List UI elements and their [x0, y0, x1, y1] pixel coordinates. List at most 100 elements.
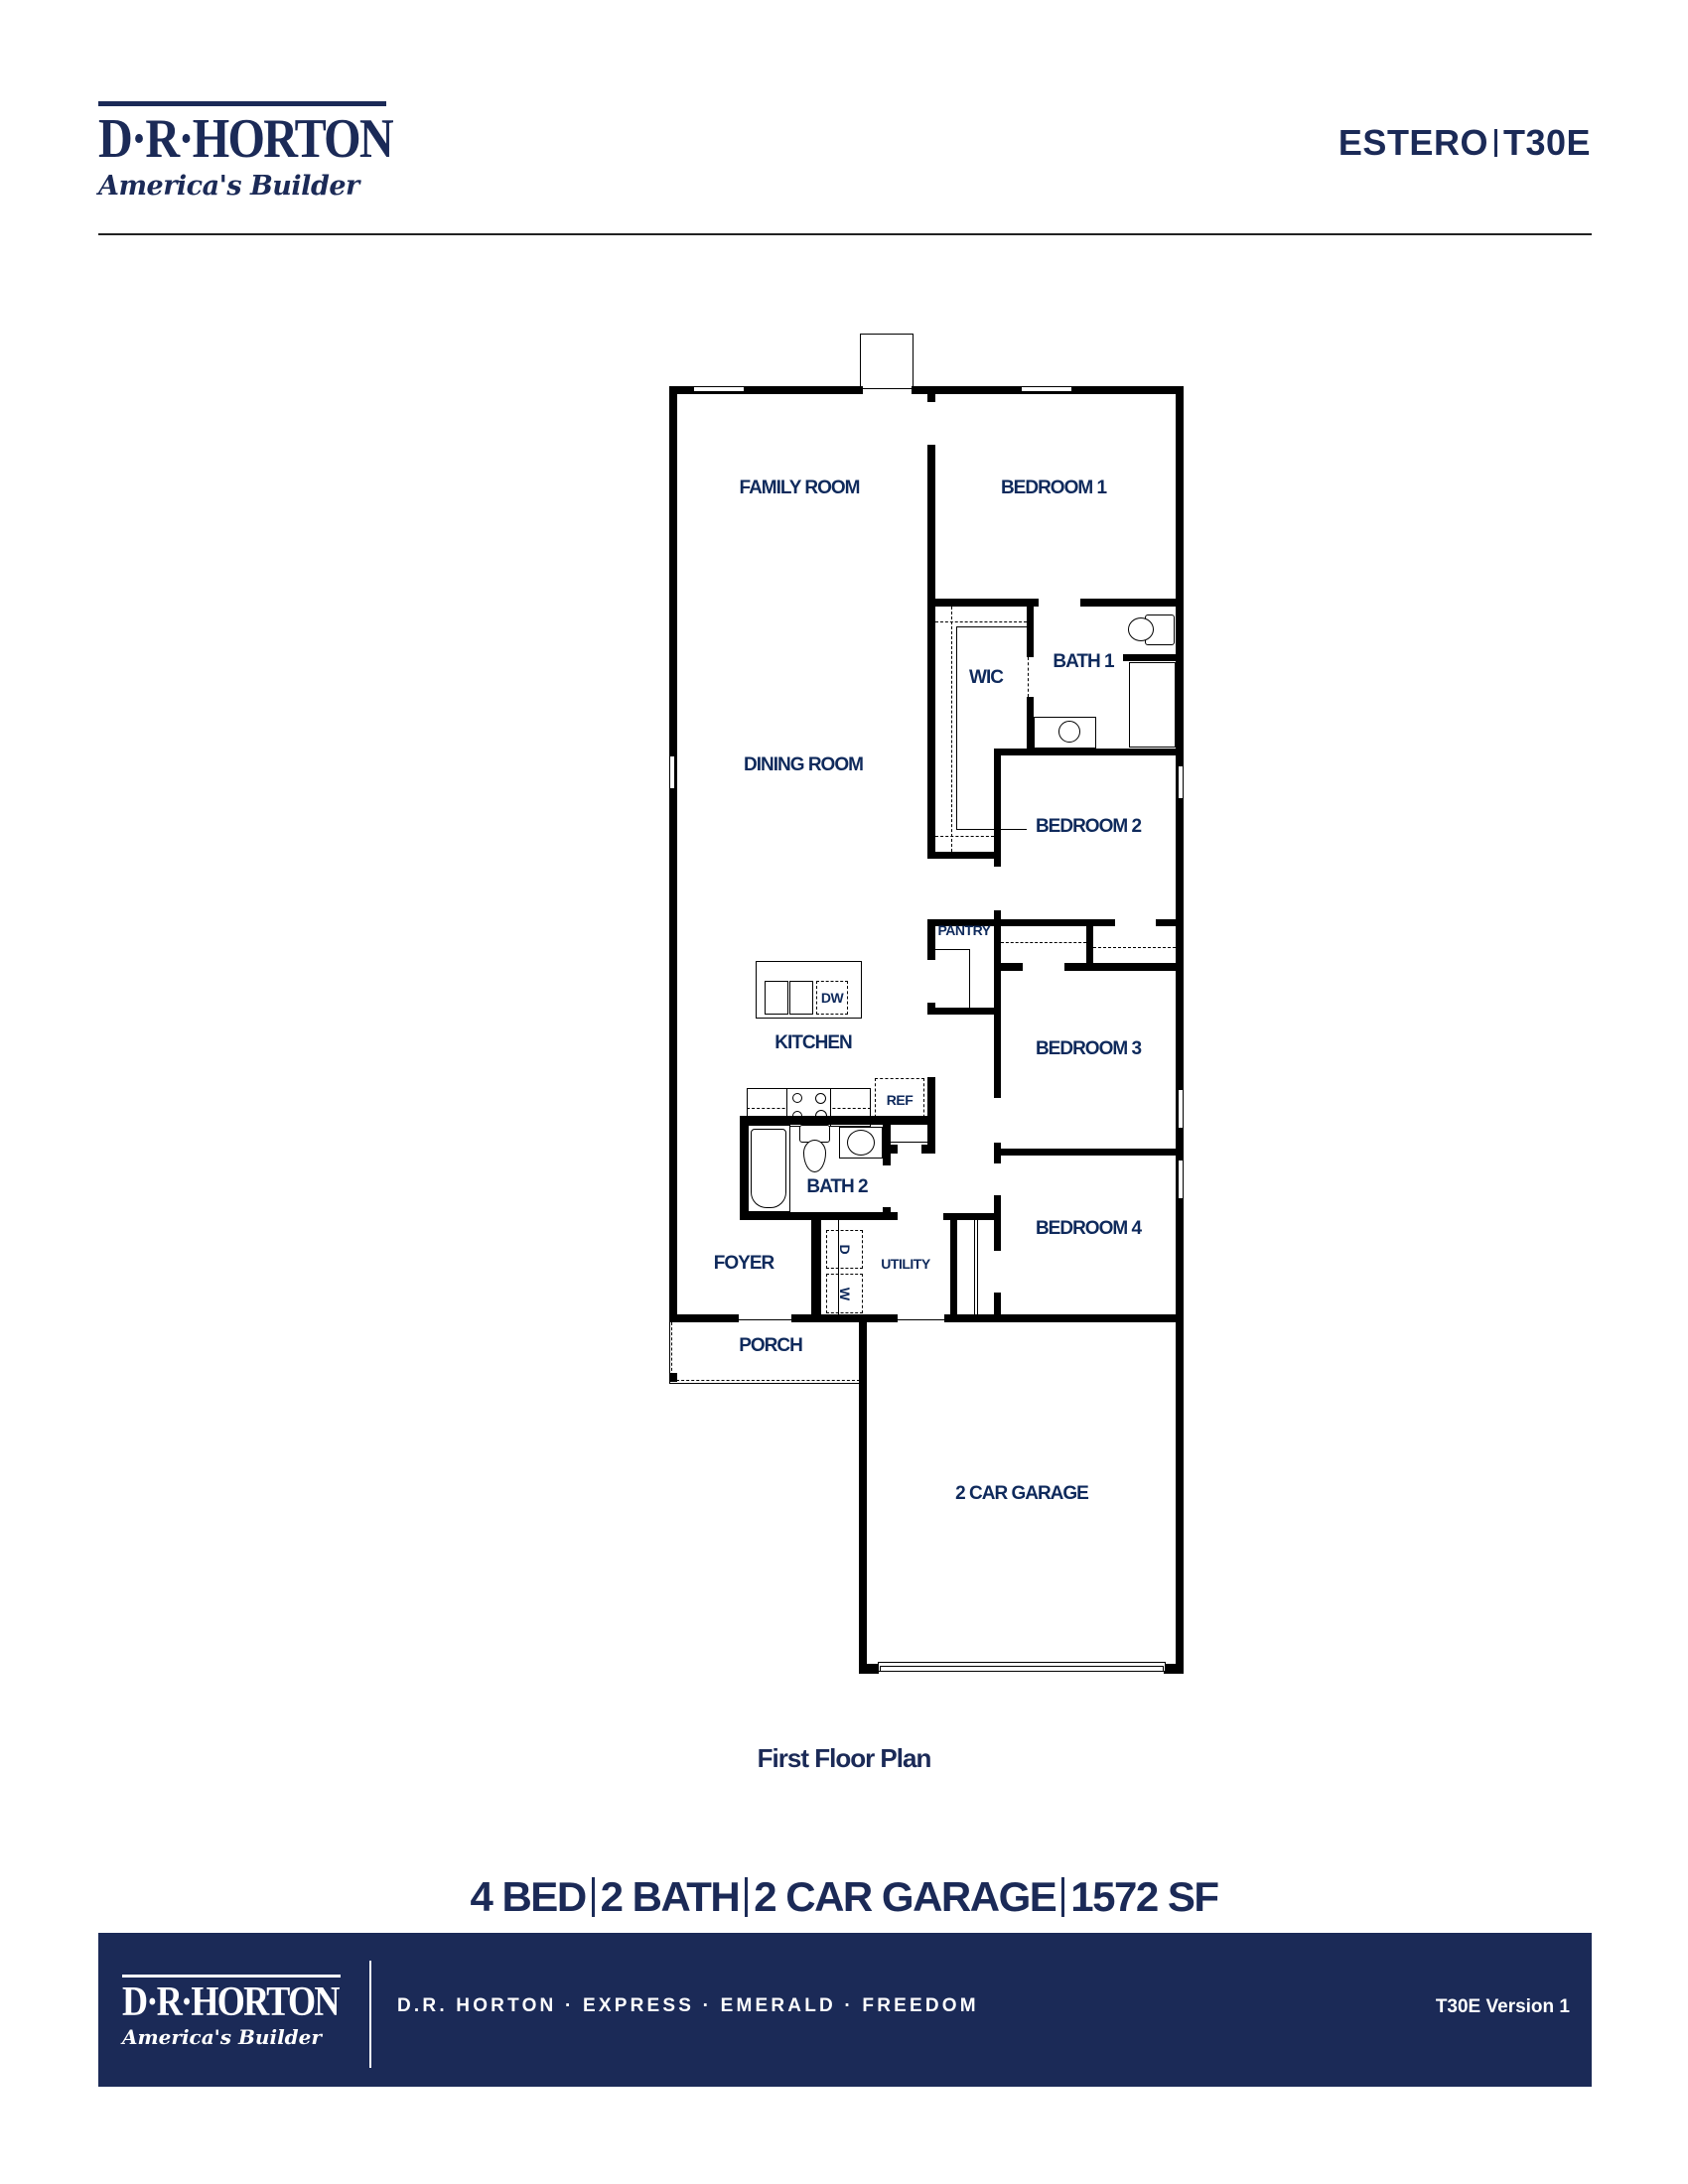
dryer-label: D — [837, 1244, 853, 1254]
summary-area: 1572 SF — [1070, 1873, 1219, 1920]
wic-shelf-line — [951, 607, 952, 852]
room-label-bedroom-4: BEDROOM 4 — [1035, 1218, 1142, 1239]
wall-wic-bottom — [927, 852, 1001, 859]
wall-stub — [921, 1145, 935, 1154]
summary-separator — [591, 1877, 595, 1917]
porch-edge — [669, 1322, 859, 1384]
room-label-porch: PORCH — [739, 1335, 803, 1356]
sink-icon — [765, 981, 788, 1015]
wall-bath2-left — [740, 1116, 748, 1220]
plan-name: ESTERO — [1337, 122, 1488, 163]
utility-shelf — [838, 1220, 839, 1314]
washer-label: W — [837, 1287, 853, 1300]
wall-left — [669, 386, 677, 1322]
wall-pantry-bed3 — [994, 910, 1001, 1098]
wall-closet-top — [1156, 919, 1183, 926]
room-label-bath-2: BATH 2 — [806, 1176, 868, 1197]
room-label-dining-room: DINING ROOM — [744, 754, 864, 775]
wall-closet-left — [950, 1213, 957, 1314]
wall-pantry-top — [927, 919, 1115, 926]
wall-shower-top — [1123, 654, 1183, 661]
garage-entry-door[interactable] — [898, 1319, 944, 1320]
wall-closet-divider — [1086, 919, 1093, 967]
summary-separator — [1061, 1877, 1065, 1917]
wall-bed2-top — [994, 749, 1183, 755]
footer-divider — [369, 1961, 371, 2068]
plan-summary: 4 BED 2 BATH 2 CAR GARAGE 1572 SF — [0, 1873, 1688, 1921]
wall-bed3-top — [1064, 963, 1183, 971]
room-label-pantry: PANTRY — [937, 922, 992, 938]
logo-rule — [98, 101, 386, 106]
room-label-foyer: FOYER — [713, 1253, 774, 1274]
wall-stub — [891, 1145, 898, 1154]
footer-logo-brand: D·R·HORTON — [122, 1979, 340, 2025]
wall-pantry-left — [927, 919, 935, 960]
wall-stub — [994, 1143, 1001, 1163]
front-door[interactable] — [739, 1319, 791, 1320]
room-label-kitchen: KITCHEN — [774, 1032, 852, 1053]
footer-banner: D·R·HORTON America's Builder D.R. HORTON… — [98, 1933, 1592, 2087]
summary-baths: 2 BATH — [600, 1873, 741, 1920]
porch-outline — [671, 1322, 860, 1381]
summary-beds: 4 BED — [470, 1873, 587, 1920]
wall-ref-right — [927, 1077, 935, 1154]
pocket-door — [1028, 657, 1029, 697]
wic-rod — [956, 626, 1027, 830]
fireplace-bumpout — [860, 334, 914, 389]
closet-shelf-line — [1001, 942, 1086, 943]
room-label-bath-1: BATH 1 — [1053, 651, 1114, 672]
wall-garage-bottom — [859, 1664, 879, 1674]
toilet-icon — [803, 1140, 826, 1172]
room-label-utility: UTILITY — [881, 1256, 930, 1272]
window — [1021, 386, 1072, 392]
sink-icon — [1058, 721, 1080, 743]
wall-bath2-right — [883, 1125, 891, 1165]
wall-closet-top — [943, 1213, 994, 1220]
wall-bath2-top — [740, 1116, 935, 1125]
room-label-bedroom-3: BEDROOM 3 — [1035, 1038, 1142, 1059]
footer-logo: D·R·HORTON America's Builder — [122, 1975, 343, 2050]
wall-bed1-bottom — [1080, 599, 1183, 607]
summary-garage: 2 CAR GARAGE — [754, 1873, 1057, 1920]
logo-brand: D·R·HORTON — [98, 108, 394, 170]
wall-family-bed1 — [927, 445, 935, 859]
wall-wic-bath1 — [1027, 607, 1034, 657]
toilet-tank-icon — [1145, 614, 1175, 645]
wall-house-bottom — [791, 1314, 898, 1322]
wall-stub — [927, 394, 935, 402]
toilet-icon — [1128, 617, 1154, 641]
wall-bed3-bottom — [1001, 1149, 1183, 1156]
sink-icon — [789, 981, 813, 1015]
room-label-bedroom-2: BEDROOM 2 — [1035, 816, 1142, 837]
header-logo: D·R·HORTON America's Builder — [98, 101, 394, 203]
window — [1178, 765, 1184, 799]
shower-icon — [1129, 662, 1176, 748]
wall-foyer-utility — [811, 1220, 821, 1314]
wall-garage-bottom — [1164, 1664, 1184, 1674]
closet-rod — [974, 1220, 978, 1314]
burner-icon — [792, 1093, 802, 1103]
window — [693, 386, 745, 392]
dishwasher — [816, 981, 848, 1015]
footer-brands: D.R. HORTON · EXPRESS · EMERALD · FREEDO… — [397, 1995, 979, 2016]
pantry-shelf — [935, 949, 970, 1008]
sink-icon — [847, 1130, 875, 1156]
title-separator — [1493, 129, 1497, 157]
wall-house-bottom — [944, 1314, 1183, 1322]
wall-right — [1176, 386, 1184, 1674]
burner-icon — [815, 1093, 826, 1104]
footer-logo-tagline: America's Builder — [122, 2025, 322, 2049]
floor-plan-caption: First Floor Plan — [757, 1743, 932, 1773]
dryer — [826, 1230, 863, 1269]
bathtub-icon — [751, 1129, 786, 1208]
footer-version: T30E Version 1 — [1435, 1996, 1570, 2017]
wic-shelf-line — [935, 621, 1027, 622]
wall-pantry-bottom — [927, 1008, 1001, 1015]
wall-bed4-left — [994, 1293, 1001, 1314]
linen-shelf — [891, 1142, 927, 1143]
wall-bed1-bottom — [927, 599, 1039, 607]
room-label-wic: WIC — [969, 667, 1004, 688]
window — [1178, 1089, 1184, 1129]
wic-shelf-line — [935, 836, 994, 837]
